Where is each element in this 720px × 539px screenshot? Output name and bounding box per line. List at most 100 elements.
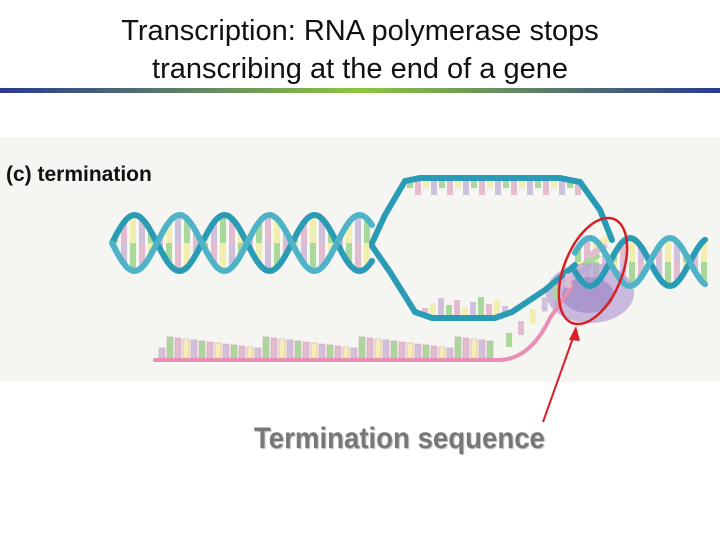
rna-base	[310, 342, 318, 359]
base-pair	[274, 243, 280, 268]
base-pair	[130, 215, 136, 243]
rna-base	[166, 336, 174, 359]
exposed-base	[575, 180, 581, 195]
title-line-2: transcribing at the end of a gene	[152, 53, 568, 85]
rna-base	[565, 273, 572, 288]
base-pair	[166, 222, 172, 243]
base-pair	[629, 238, 635, 262]
rna-base	[366, 337, 374, 359]
rna-base	[278, 338, 286, 359]
rna-base	[462, 337, 470, 359]
exposed-base	[415, 180, 421, 195]
rna-base	[517, 321, 524, 336]
base-pair	[355, 243, 361, 271]
base-pair	[584, 238, 590, 262]
rna-base	[446, 347, 454, 359]
exposed-base	[430, 303, 436, 316]
dna-backbone-strand	[572, 235, 708, 289]
base-pair	[121, 222, 127, 243]
base-pair	[310, 215, 316, 243]
base-pair	[184, 218, 190, 243]
callout-arrow	[542, 334, 575, 423]
rna-base	[214, 342, 222, 359]
dna-backbone-strand	[109, 211, 375, 275]
rna-base	[430, 345, 438, 359]
base-pair	[220, 215, 226, 243]
exposed-base	[478, 297, 484, 316]
base-pair	[701, 240, 707, 262]
exposed-base	[423, 180, 429, 188]
rna-base	[230, 344, 238, 359]
exposed-base	[495, 180, 501, 195]
base-pair	[220, 243, 226, 271]
exposed-base	[439, 180, 445, 188]
rna-base	[270, 337, 278, 359]
base-pair	[265, 215, 271, 243]
rna-base	[286, 339, 294, 359]
rna-base	[222, 343, 230, 359]
exposed-base	[494, 299, 500, 316]
rna-base	[326, 344, 334, 359]
rna-base	[246, 346, 254, 359]
slide-title: Transcription: RNA polymerase stops tran…	[0, 12, 720, 88]
termination-sequence-label: Termination sequence	[254, 422, 545, 455]
exposed-base	[463, 180, 469, 195]
base-pair	[229, 218, 235, 243]
title-line-1: Transcription: RNA polymerase stops	[121, 15, 599, 47]
exposed-base	[479, 180, 485, 195]
rna-base	[406, 342, 414, 359]
exposed-base	[431, 180, 437, 195]
base-pair	[175, 215, 181, 243]
rna-base	[454, 336, 462, 359]
rna-base	[382, 339, 390, 359]
base-pair	[211, 222, 217, 243]
rna-base	[398, 341, 406, 359]
exposed-base	[527, 180, 533, 195]
base-pair	[364, 243, 370, 268]
rna-base	[390, 340, 398, 359]
base-pair	[674, 241, 680, 262]
base-pair	[211, 243, 217, 264]
exposed-base	[455, 180, 461, 188]
rna-base	[174, 337, 182, 359]
rna-base	[182, 338, 190, 359]
rna-base	[238, 345, 246, 359]
rna-base	[254, 347, 262, 359]
base-pair	[139, 218, 145, 243]
base-pair	[629, 262, 635, 286]
exposed-base	[535, 180, 541, 188]
base-pair	[265, 243, 271, 271]
base-pair	[620, 241, 626, 262]
rna-base	[470, 338, 478, 359]
base-pair	[121, 243, 127, 264]
exposed-base	[454, 300, 460, 316]
exposed-base	[502, 306, 508, 316]
base-pair	[256, 243, 262, 264]
rna-base	[529, 309, 536, 324]
exposed-base	[559, 180, 565, 195]
exposed-base	[462, 307, 468, 316]
exposed-base	[471, 180, 477, 188]
base-pair	[130, 243, 136, 271]
rna-base	[206, 341, 214, 359]
rna-bases	[158, 273, 572, 359]
base-pair	[346, 243, 352, 264]
rna-base	[374, 338, 382, 359]
panel-label: (c) termination	[6, 163, 152, 186]
rna-base	[198, 340, 206, 359]
exposed-base	[543, 180, 549, 195]
exposed-base	[551, 180, 557, 188]
base-pair	[665, 262, 671, 286]
rna-base	[486, 340, 494, 359]
rna-base	[414, 343, 422, 359]
rna-base	[478, 339, 486, 359]
base-pair	[274, 218, 280, 243]
title-divider	[0, 88, 720, 93]
rna-base	[294, 340, 302, 359]
exposed-base	[511, 180, 517, 195]
base-pair	[701, 262, 707, 284]
base-pair	[301, 222, 307, 243]
base-pair	[139, 243, 145, 268]
exposed-base	[486, 304, 492, 316]
